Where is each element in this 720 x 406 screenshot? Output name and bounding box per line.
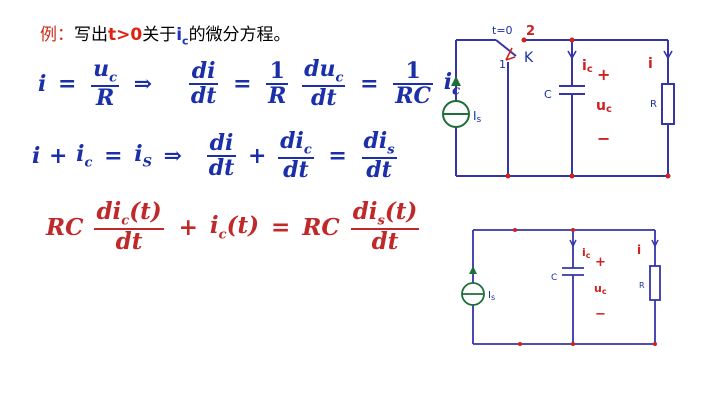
ic-2-label: ic (582, 246, 591, 260)
title-condition: t>0 (108, 25, 143, 45)
capacitor-label: C (544, 88, 552, 101)
current-source-icon (442, 76, 470, 148)
switch-label: K (524, 50, 534, 66)
example-label: 例： (40, 25, 74, 45)
minus-sign: − (597, 129, 610, 148)
switch-time-label: t=0 (492, 24, 513, 37)
current-source-2-icon (461, 266, 485, 306)
capacitor-2-label: C (551, 273, 557, 283)
equation-3: RC dic(t)dt + ic(t) = RC dis(t)dt (46, 198, 420, 256)
uc-2-label: uc (594, 282, 607, 296)
ic-label: ic (582, 58, 593, 75)
circuit-diagram-1: t=0 2 1 K Is C ic + uc − i R (442, 24, 675, 179)
switch-position-2: 2 (526, 24, 535, 39)
title-text-2: 关于 (142, 25, 177, 45)
plus-sign: + (597, 65, 610, 84)
problem-title: 例：写出t>0关于ic的微分方程。 (40, 20, 291, 47)
eq3-fraction-dis-dt: dis(t)dt (350, 198, 420, 256)
title-text-1: 写出 (74, 25, 108, 45)
source-2-label: Is (488, 290, 495, 302)
resistor-2-label: R (639, 281, 645, 290)
i-2-label: i (637, 243, 641, 257)
circuit-diagram-2: Is C ic + uc − i R (461, 228, 661, 346)
switch-arrow-icon (505, 47, 516, 61)
title-variable: ic (176, 25, 189, 48)
minus-2-sign: − (595, 307, 606, 322)
switch-position-1: 1 (499, 58, 506, 71)
uc-label: uc (596, 98, 612, 115)
resistor-label: R (650, 99, 657, 110)
title-text-3: 的微分方程。 (188, 25, 291, 45)
eq3-fraction-dic-dt: dic(t)dt (94, 198, 164, 256)
i-label: i (648, 56, 653, 72)
source-label: Is (473, 109, 482, 125)
plus-2-sign: + (595, 255, 606, 270)
circuit2-nodes (513, 228, 657, 346)
circuit1-nodes (505, 37, 671, 179)
